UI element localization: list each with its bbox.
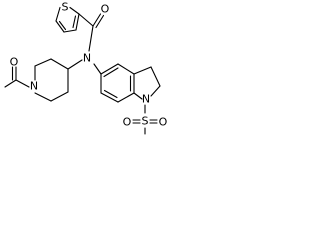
atom-indoline-n: N xyxy=(142,93,150,106)
atom-carbonyl-o: O xyxy=(101,3,110,16)
bond-n-piperidine xyxy=(67,59,83,70)
bond-carbonyl-o-double xyxy=(95,14,105,29)
atom-labels: S O N O N N S O O xyxy=(10,1,168,129)
bond-benz-5-6-double xyxy=(103,89,118,99)
bond-pip-c3-c2 xyxy=(34,58,52,67)
bond-benz-2-3 xyxy=(117,63,135,75)
bond-thiophene-c4-c3 xyxy=(63,29,77,33)
bond-indoline-n-c7a xyxy=(133,92,143,100)
bond-thiophene-s-c2 xyxy=(69,6,80,15)
bond-thiophene-c3-c2 xyxy=(75,13,80,31)
bond-benz-4-5 xyxy=(117,92,135,103)
atom-piperidine-n: N xyxy=(30,80,38,93)
bond-indoline-c3a-c3 xyxy=(133,66,152,75)
atom-thiophene-s: S xyxy=(62,1,69,14)
bond-pip-c4-c3 xyxy=(50,58,69,70)
bond-benz-1-2-double xyxy=(103,67,119,78)
bond-pip-c6-c5 xyxy=(50,91,69,102)
atom-sulfonyl-o-left: O xyxy=(123,116,132,129)
bond-thiophene-c3-c2-double xyxy=(72,15,77,29)
bond-n-aryl xyxy=(93,63,102,75)
bond-thiophene-s-c5 xyxy=(55,6,61,22)
bond-thiophene-c5-c4-double xyxy=(58,20,67,31)
bond-indoline-c3-c2 xyxy=(150,66,161,87)
bonds xyxy=(4,6,161,135)
bond-carbonyl-n xyxy=(88,25,94,52)
atom-sulfonyl-s: S xyxy=(142,115,149,128)
atom-amide-n: N xyxy=(83,52,91,65)
bond-c2-carbonyl xyxy=(78,13,94,27)
bond-pip-n-c6 xyxy=(34,92,52,102)
chemical-structure: S O N O N N S O O xyxy=(4,1,168,135)
bond-n-acetyl-c xyxy=(15,79,30,88)
bond-indoline-c2-n xyxy=(150,85,161,97)
atom-acetyl-o: O xyxy=(10,56,19,69)
bond-acetyl-c-ch3 xyxy=(4,79,17,88)
atom-sulfonyl-o-right: O xyxy=(159,116,168,129)
bond-benz-5-6 xyxy=(100,92,119,103)
bond-carbonyl-o xyxy=(92,13,102,27)
bond-benz-1-2 xyxy=(100,63,119,75)
bond-thiophene-c5-c4 xyxy=(55,20,65,33)
